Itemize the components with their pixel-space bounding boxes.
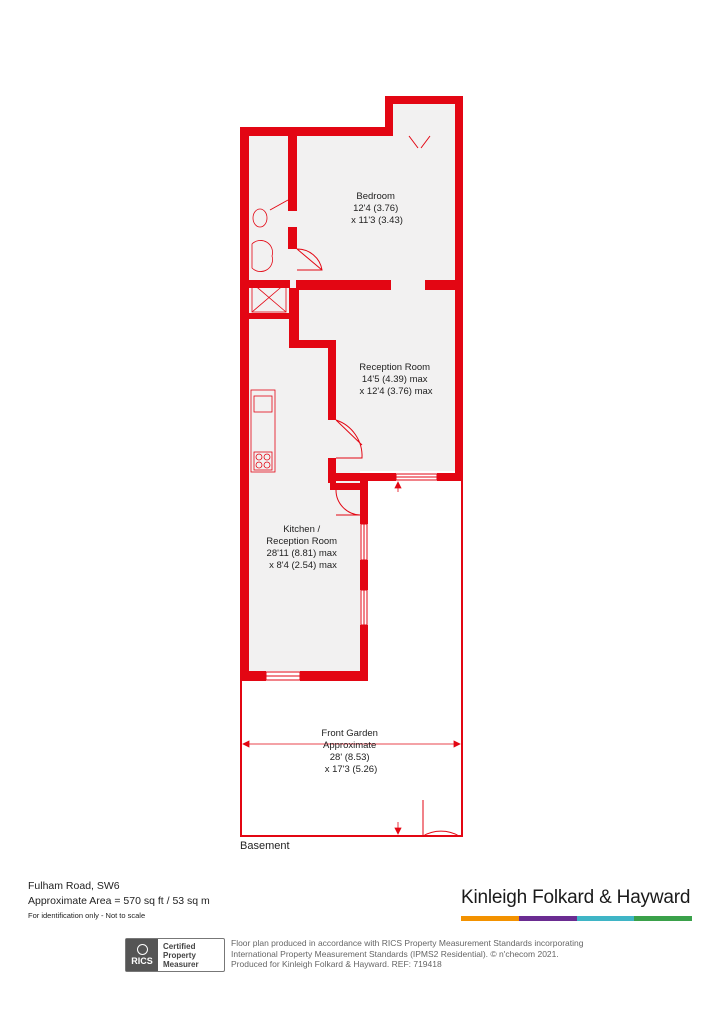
rics-badge-text: Certified Property Measurer (163, 941, 199, 969)
garden-outline (240, 481, 463, 837)
kitchen-reception-label: Kitchen / Reception Room 28'11 (8.81) ma… (266, 524, 339, 571)
bar-teal (576, 916, 635, 921)
doors (269, 135, 460, 837)
agent-color-bar (461, 916, 692, 921)
hob-icon (253, 451, 273, 471)
toilet-icon (252, 208, 268, 228)
floor-name: Basement (240, 840, 290, 852)
agent-logo: Kinleigh Folkard & Hayward (461, 887, 691, 908)
sink-icon (253, 395, 273, 413)
bar-purple (518, 916, 577, 921)
floor-area (248, 104, 455, 671)
rics-logo: RICS (126, 939, 158, 971)
fixtures (250, 208, 287, 473)
property-address: Fulham Road, SW6 (28, 880, 120, 892)
shower-icon (251, 282, 287, 313)
rics-emblem-icon (136, 944, 148, 955)
property-area: Approximate Area = 570 sq ft / 53 sq m (28, 895, 210, 907)
walls (240, 96, 463, 681)
bedroom-label: Bedroom 12'4 (3.76) x 11'3 (3.43) (351, 191, 403, 226)
windows (265, 473, 438, 681)
garden-dimension-arrows (242, 481, 461, 835)
reception-room-label: Reception Room 14'5 (4.39) max x 12'4 (3… (359, 362, 432, 397)
bar-green (634, 916, 692, 921)
scale-disclaimer: For identification only - Not to scale (28, 911, 146, 920)
front-garden-label: Front Garden Approximate 28' (8.53) x 17… (321, 728, 380, 775)
compliance-note: Floor plan produced in accordance with R… (231, 938, 584, 969)
bar-orange (461, 916, 519, 921)
rics-certified-badge: RICS Certified Property Measurer (125, 938, 225, 972)
basin-icon (251, 240, 273, 272)
